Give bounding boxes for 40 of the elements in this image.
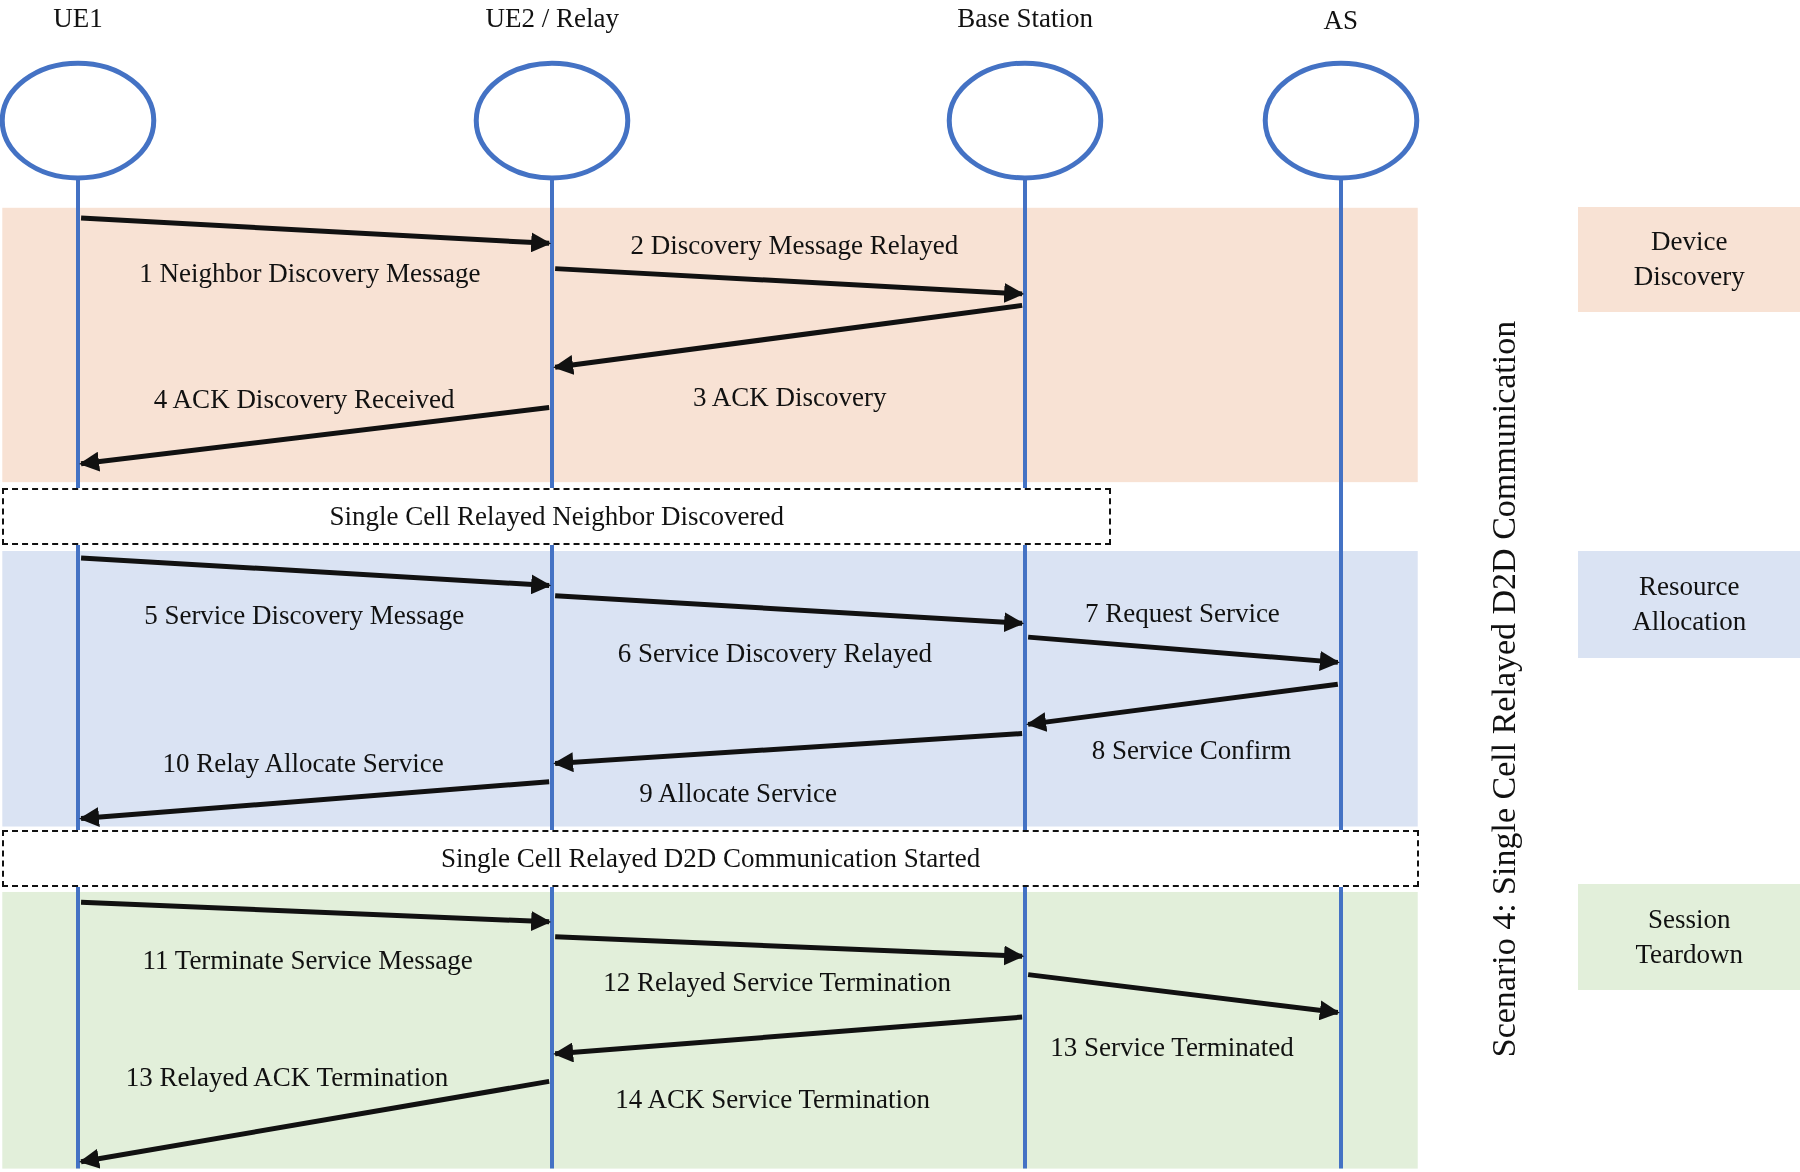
diagram-title: Scenario 4: Single Cell Relayed D2D Communication [1483, 319, 1523, 1060]
arrow [555, 934, 1025, 966]
participant-label: UE1 [52, 2, 104, 34]
arrow [79, 1078, 550, 1169]
edge-label: 13 Service Terminated [1049, 1030, 1295, 1064]
edge-label: 12 Relayed Service Termination [602, 965, 953, 999]
arrow [553, 302, 1023, 375]
edge-label: 3 ACK Discovery [692, 381, 888, 415]
phase-label: Device Discovery [1578, 206, 1800, 313]
edge-label: 7 Request Service [1083, 597, 1281, 630]
arrow [1027, 972, 1340, 1021]
state-box: Single Cell Relayed Neighbor Discovered [2, 487, 1112, 546]
participant-label: Base Station [956, 2, 1094, 34]
edge-label: 2 Discovery Message Relayed [629, 228, 960, 262]
arrow [1027, 634, 1340, 671]
edge-label: 6 Service Discovery Relayed [616, 637, 933, 671]
participant-label: AS [1322, 5, 1360, 37]
arrow [79, 779, 550, 828]
arrow [1026, 681, 1339, 732]
arrow [553, 1014, 1023, 1063]
arrow [79, 405, 550, 472]
phase-label: Session Teardown [1578, 883, 1800, 990]
edge-label: 11 Terminate Service Message [141, 943, 474, 977]
arrow [555, 266, 1025, 303]
edge-label: 8 Service Confirm [1090, 733, 1293, 767]
arrow [80, 899, 552, 932]
edge-label: 13 Relayed ACK Termination [124, 1060, 450, 1094]
arrow [553, 731, 1023, 773]
arrow [80, 215, 552, 253]
edge-label: 9 Allocate Service [638, 777, 839, 811]
phase-label: Resource Allocation [1578, 551, 1800, 658]
edge-label: 5 Service Discovery Message [143, 599, 466, 633]
state-box: Single Cell Relayed D2D Communication Started [2, 829, 1419, 888]
arrow [80, 555, 552, 595]
edge-label: 1 Neighbor Discovery Message [138, 257, 482, 291]
participant-label: UE2 / Relay [484, 2, 620, 34]
edge-label: 4 ACK Discovery Received [152, 383, 456, 417]
edge-label: 10 Relay Allocate Service [161, 747, 445, 781]
edge-label: 14 ACK Service Termination [614, 1082, 931, 1116]
arrow [555, 593, 1025, 633]
